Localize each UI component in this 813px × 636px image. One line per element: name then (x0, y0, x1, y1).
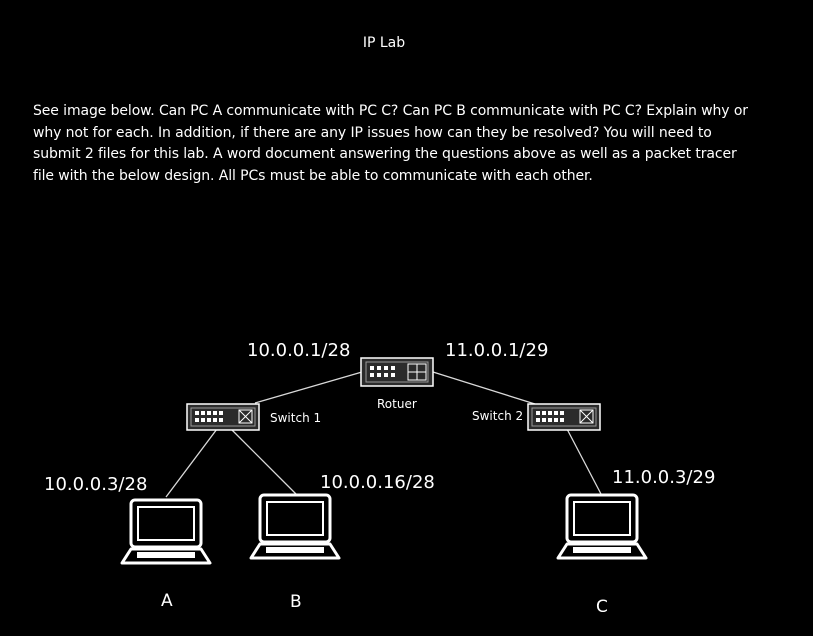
pc-b-name-label: B (290, 592, 302, 612)
pc-c-name-label: C (596, 597, 608, 617)
link-switch1-router (254, 371, 363, 404)
pc-a-name-label: A (161, 591, 173, 611)
pc-c-ip-label: 11.0.0.3/29 (612, 467, 715, 488)
lab-instructions: See image below. Can PC A communicate wi… (33, 103, 748, 184)
switch-1-icon (186, 403, 260, 431)
pc-b-ip-label: 10.0.0.16/28 (320, 472, 435, 493)
switch-2-label: Switch 2 (472, 409, 523, 423)
pc-a-laptop-icon (120, 498, 212, 565)
router-left-ip-label: 10.0.0.1/28 (247, 340, 350, 361)
page-title: IP Lab (362, 35, 406, 51)
switch-1-label: Switch 1 (270, 411, 321, 425)
link-switch1-pc-a (165, 428, 218, 498)
pc-c-laptop-icon (556, 493, 648, 560)
link-router-switch2 (432, 371, 536, 405)
router-label: Rotuer (377, 397, 417, 411)
router-right-ip-label: 11.0.0.1/29 (445, 340, 548, 361)
pc-a-ip-label: 10.0.0.3/28 (44, 474, 147, 495)
link-switch1-pc-b (230, 428, 297, 495)
switch-2-icon (527, 403, 601, 431)
links (165, 371, 602, 498)
link-switch2-pc-c (566, 428, 602, 495)
router-icon (360, 357, 434, 387)
pc-b-laptop-icon (249, 493, 341, 560)
